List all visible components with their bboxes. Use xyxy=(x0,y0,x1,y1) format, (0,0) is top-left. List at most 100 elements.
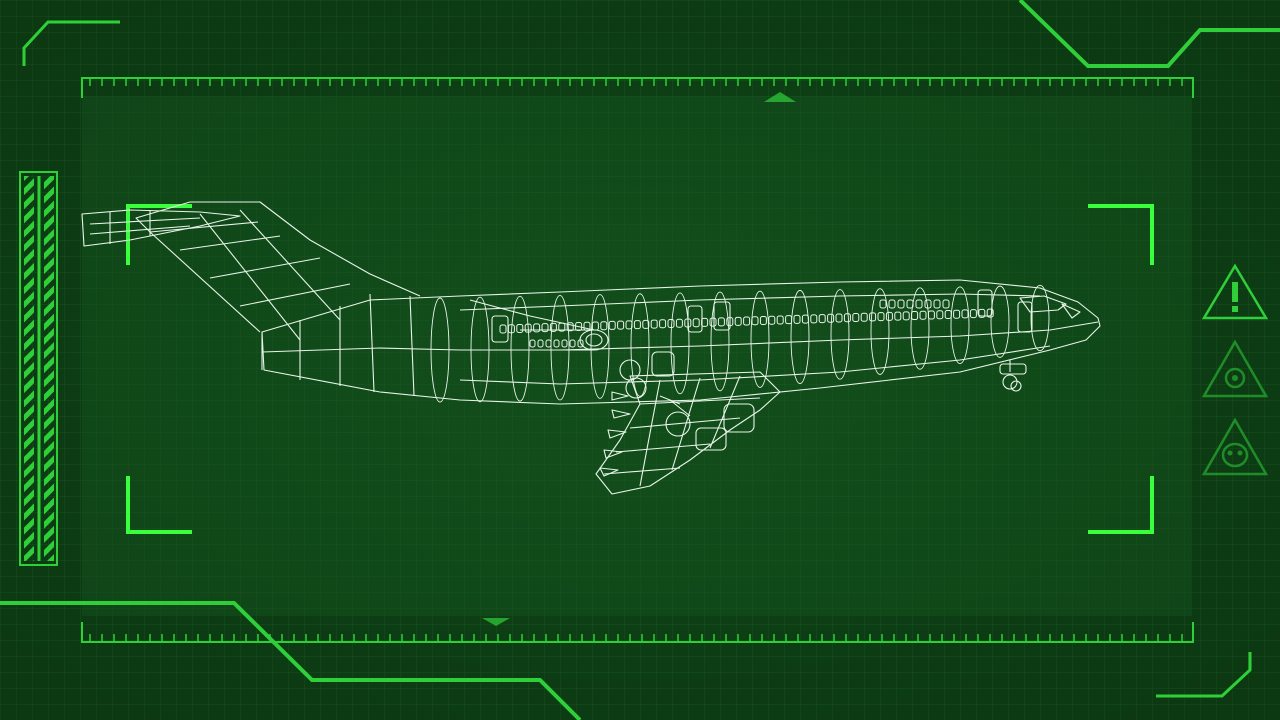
corner-accent-top-right xyxy=(1018,0,1280,68)
window xyxy=(659,319,667,329)
window xyxy=(894,311,902,321)
fuselage-frame xyxy=(790,289,810,385)
fuselage-frame xyxy=(510,295,530,402)
window xyxy=(776,315,784,325)
fuselage-outline xyxy=(261,279,1101,405)
flap-fairings xyxy=(599,391,631,477)
window xyxy=(915,299,923,309)
window xyxy=(843,313,851,323)
window xyxy=(650,319,658,329)
bottom-accent-left xyxy=(0,601,582,720)
top-ruler xyxy=(81,77,1194,98)
top-center-marker xyxy=(764,92,796,102)
door-front xyxy=(977,289,993,317)
engine-pylon xyxy=(469,299,595,331)
window xyxy=(717,317,725,327)
fuselage-frame xyxy=(430,297,450,403)
window xyxy=(529,339,536,348)
door-front-2 xyxy=(1017,301,1033,333)
warning-triangle-icon xyxy=(1201,263,1269,320)
window xyxy=(642,319,650,329)
window xyxy=(625,320,633,330)
window xyxy=(785,315,793,325)
window xyxy=(561,339,568,348)
window xyxy=(902,311,910,321)
fuselage-frame xyxy=(630,293,650,397)
window xyxy=(675,318,683,328)
window xyxy=(933,299,941,309)
window xyxy=(961,309,969,319)
airplane-wireframe xyxy=(81,201,1101,495)
target-bracket-bottom-left xyxy=(126,476,192,534)
fuselage-frame xyxy=(1030,284,1050,352)
bottom-ruler xyxy=(81,622,1194,643)
window xyxy=(608,320,616,330)
window xyxy=(827,313,835,323)
window xyxy=(969,309,977,319)
window xyxy=(751,316,759,326)
fuselage-frame xyxy=(990,285,1010,358)
window xyxy=(936,310,944,320)
window xyxy=(835,313,843,323)
window xyxy=(860,312,868,322)
window xyxy=(569,339,576,348)
window xyxy=(978,308,986,318)
target-bracket-top-right xyxy=(1088,204,1154,265)
window xyxy=(919,310,927,320)
window xyxy=(600,321,608,331)
window xyxy=(953,309,961,319)
corner-accent-top-left xyxy=(22,20,120,66)
window xyxy=(810,314,818,324)
window xyxy=(818,314,826,324)
fuselage-frame xyxy=(670,292,690,395)
window xyxy=(768,315,776,325)
wing xyxy=(595,371,781,495)
bottom-ruler-ticks xyxy=(89,634,1183,642)
corner-accent-bottom-right xyxy=(1156,652,1252,698)
top-ruler-ticks xyxy=(89,78,1183,86)
target-bracket-bottom-right xyxy=(1088,476,1154,534)
radiation-triangle-icon xyxy=(1201,339,1269,398)
window xyxy=(709,317,717,327)
cockpit-windows xyxy=(1019,295,1067,313)
window xyxy=(879,299,887,309)
window xyxy=(545,339,552,348)
fuselage-frame xyxy=(550,295,570,401)
fuselage-frame xyxy=(950,286,970,364)
window xyxy=(734,316,742,326)
window xyxy=(924,299,932,309)
window xyxy=(852,312,860,322)
window xyxy=(944,309,952,319)
window xyxy=(897,299,905,309)
window xyxy=(759,315,767,325)
window xyxy=(743,316,751,326)
window xyxy=(877,312,885,322)
fuselage-frame xyxy=(710,291,730,392)
nose-landing-gear xyxy=(999,360,1027,392)
door-mid-2 xyxy=(713,301,731,331)
window xyxy=(617,320,625,330)
window xyxy=(888,299,896,309)
window xyxy=(499,324,507,334)
fuselage-frame xyxy=(910,287,930,370)
window xyxy=(633,320,641,330)
striped-gauge xyxy=(19,171,58,566)
biohazard-triangle-icon xyxy=(1201,417,1269,476)
window xyxy=(524,323,532,333)
window xyxy=(549,322,557,332)
horizontal-stabilizer xyxy=(81,209,241,247)
window xyxy=(942,299,950,309)
main-landing-gear xyxy=(619,351,755,451)
window xyxy=(667,319,675,329)
fuselage-frame xyxy=(590,294,610,399)
window xyxy=(537,339,544,348)
fuselage-frame xyxy=(470,296,490,403)
window xyxy=(869,312,877,322)
fuselage-frame xyxy=(830,289,850,380)
window xyxy=(986,308,994,318)
window xyxy=(553,339,560,348)
window xyxy=(516,323,524,333)
target-bracket-top-left xyxy=(126,204,192,265)
